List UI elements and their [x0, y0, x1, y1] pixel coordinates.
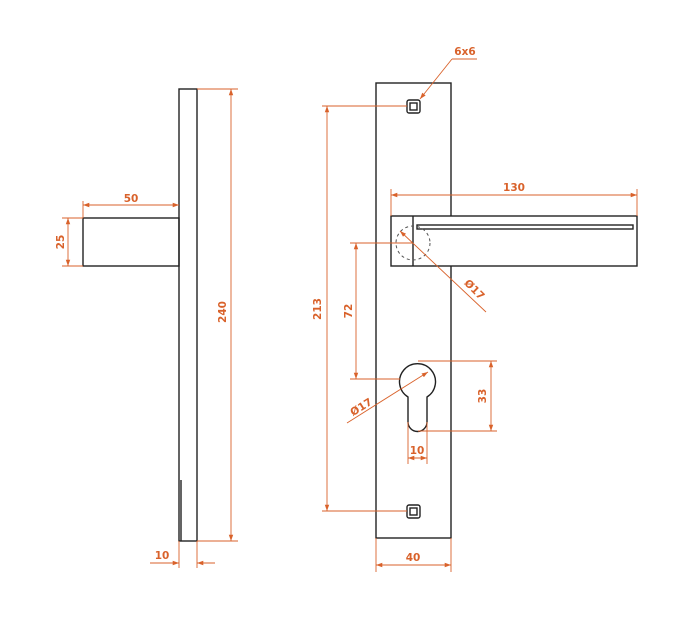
dim-text-cylinder-width: 10: [410, 445, 425, 457]
dim-cylinder-height: 33: [418, 360, 497, 432]
screw-hole-bottom-inner: [409, 507, 418, 516]
dim-text-front-handle-length: 130: [503, 182, 525, 194]
dim-text-side-handle-length: 50: [124, 193, 139, 205]
dim-text-side-handle-height: 25: [55, 235, 67, 250]
dim-screw-hole: 6x6: [419, 46, 477, 100]
dim-text-side-plate-height: 240: [217, 301, 229, 323]
screw-hole-top-inner: [409, 102, 418, 111]
spindle-hidden-circle: [395, 225, 431, 261]
front-plate: [375, 82, 452, 539]
side-plate: [178, 88, 198, 542]
dim-text-spindle-diameter: Ø17: [462, 277, 487, 302]
dim-text-spindle-to-cylinder: 72: [343, 304, 355, 319]
dim-text-hole-spacing: 213: [312, 298, 324, 320]
dim-text-screw-hole: 6x6: [454, 46, 475, 58]
dim-front-handle-length: 130: [390, 182, 638, 216]
dim-side-plate-thickness: 10: [150, 541, 215, 568]
screw-hole-top: [406, 99, 421, 114]
front-view: 6x6 130 213 72 Ø17: [312, 46, 638, 572]
cylinder-keyhole: [398, 363, 437, 433]
screw-hole-bottom: [406, 504, 421, 519]
dim-cylinder-width: 10: [407, 422, 428, 464]
dim-spindle-to-cylinder: 72: [343, 242, 413, 380]
dim-text-cylinder-diameter: Ø17: [348, 396, 374, 419]
side-view: 50 25 240 10: [55, 88, 238, 568]
dim-side-handle-length: 50: [82, 193, 179, 218]
lever-handle: [390, 215, 638, 267]
dim-text-cylinder-height: 33: [477, 389, 489, 404]
dim-text-side-plate-thickness: 10: [155, 550, 170, 562]
dim-plate-width: 40: [375, 538, 452, 572]
side-handle: [82, 217, 180, 267]
dim-side-handle-height: 25: [55, 217, 83, 267]
lever-groove: [416, 224, 634, 230]
dim-hole-spacing: 213: [312, 105, 407, 512]
dim-side-plate-height: 240: [197, 88, 238, 542]
dim-text-plate-width: 40: [406, 552, 421, 564]
